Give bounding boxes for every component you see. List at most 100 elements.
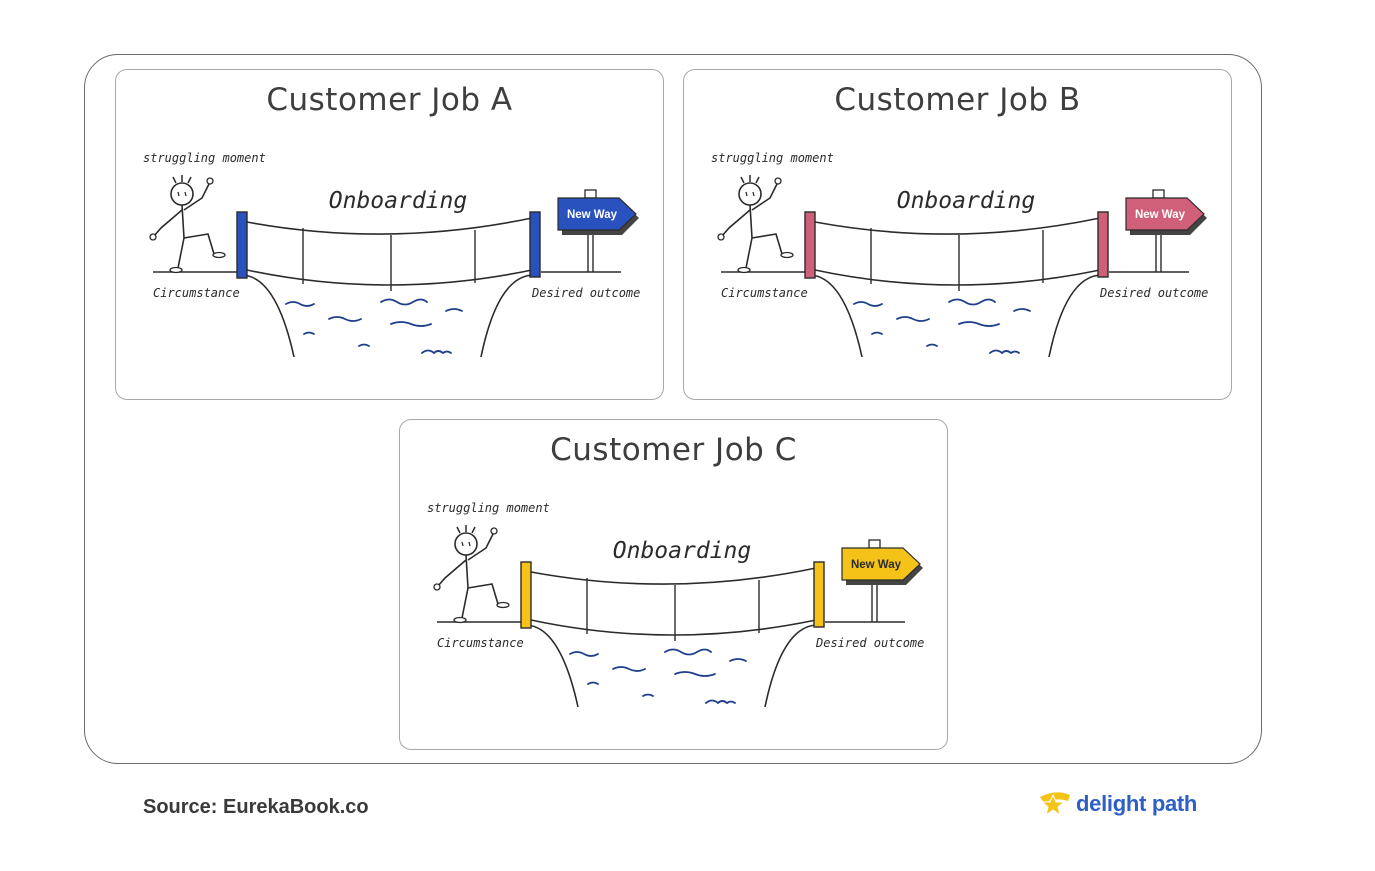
- figure-right-foot: [780, 251, 794, 259]
- figure-hair: [740, 175, 760, 184]
- figure-right-foot: [212, 251, 226, 259]
- figure-right-hand: [774, 177, 782, 185]
- onboarding-label: Onboarding: [329, 188, 467, 214]
- figure-body: [465, 554, 469, 589]
- water-wave: [642, 693, 654, 697]
- signpost-cap: [584, 189, 597, 199]
- bridge-post-left: [236, 211, 248, 279]
- figure-right-arm: [183, 183, 210, 211]
- water-wave: [421, 349, 452, 355]
- new-way-sign: [1125, 197, 1205, 231]
- figure-left-hand: [717, 233, 725, 241]
- struggling-moment-label: struggling moment: [143, 151, 266, 165]
- star-path-icon: [1040, 792, 1070, 817]
- water-wave: [303, 331, 315, 335]
- left-cliff: [808, 274, 863, 358]
- water-wave: [948, 298, 996, 306]
- source-citation: Source: EurekaBook.co: [143, 796, 369, 818]
- signpost-cap: [868, 539, 881, 549]
- struggling-moment-label: struggling moment: [427, 501, 550, 515]
- figure-right-arm: [467, 533, 494, 561]
- water-wave: [958, 321, 1000, 327]
- water-wave: [1013, 308, 1031, 312]
- figure-left-leg: [745, 237, 753, 269]
- figure-left-foot: [453, 616, 467, 624]
- onboarding-label: Onboarding: [613, 538, 751, 564]
- bridge-post-left: [804, 211, 816, 279]
- water-wave: [587, 681, 599, 685]
- left-cliff: [240, 274, 295, 358]
- figure-left-arm: [437, 559, 467, 587]
- figure-right-hand: [206, 177, 214, 185]
- water-wave: [285, 301, 315, 307]
- figure-left-leg: [461, 587, 469, 619]
- brand-logo: delight path: [1038, 786, 1197, 822]
- figure-head: [170, 182, 194, 206]
- bridge-post-right: [529, 211, 541, 278]
- figure-left-arm: [721, 209, 751, 237]
- figure-head: [738, 182, 762, 206]
- figure-right-foot: [496, 601, 510, 609]
- water-wave: [674, 671, 716, 677]
- water-wave: [445, 308, 463, 312]
- right-cliff: [480, 274, 535, 358]
- water-wave: [853, 301, 883, 307]
- new-way-sign: [841, 547, 921, 581]
- water-wave: [390, 321, 432, 327]
- water-wave: [569, 651, 599, 657]
- diagram-frame: [84, 54, 1262, 764]
- figure-right-leg: [751, 233, 783, 255]
- water-wave: [989, 349, 1020, 355]
- figure-left-foot: [169, 266, 183, 274]
- card-title: Customer Job B: [834, 82, 1081, 118]
- water-wave: [358, 343, 370, 347]
- stick-figure-icon: [433, 525, 510, 624]
- onboarding-label: Onboarding: [897, 188, 1035, 214]
- figure-left-arm: [153, 209, 183, 237]
- water-wave: [328, 316, 362, 322]
- water-wave: [871, 331, 883, 335]
- water-wave: [729, 658, 747, 662]
- figure-body: [749, 204, 753, 239]
- figure-eyes: [461, 541, 471, 547]
- water-wave: [705, 699, 736, 705]
- bridge-post-left: [520, 561, 532, 629]
- card-title: Customer Job A: [266, 82, 513, 118]
- card-title: Customer Job C: [550, 432, 797, 468]
- figure-eyes: [177, 191, 187, 197]
- water-wave: [380, 298, 428, 306]
- figure-left-hand: [433, 583, 441, 591]
- bridge-bottom-rope: [530, 619, 817, 636]
- bridge-bottom-rope: [814, 269, 1101, 286]
- new-way-sign-label: New Way: [1135, 209, 1186, 221]
- figure-right-leg: [183, 233, 215, 255]
- bridge-top-rope: [814, 217, 1101, 235]
- new-way-sign-label: New Way: [567, 209, 618, 221]
- figure-right-hand: [490, 527, 498, 535]
- figure-eyes: [745, 191, 755, 197]
- desired-outcome-label: Desired outcome: [815, 636, 924, 650]
- brand-name: delight path: [1076, 791, 1198, 816]
- stick-figure-icon: [149, 175, 226, 274]
- new-way-sign-label: New Way: [851, 559, 902, 571]
- desired-outcome-label: Desired outcome: [1099, 286, 1208, 300]
- right-cliff: [1048, 274, 1103, 358]
- signpost-cap: [1152, 189, 1165, 199]
- figure-left-leg: [177, 237, 185, 269]
- new-way-sign: [557, 197, 637, 231]
- figure-right-arm: [751, 183, 778, 211]
- left-cliff: [524, 624, 579, 708]
- water-wave: [612, 666, 646, 672]
- bridge-bottom-rope: [246, 269, 533, 286]
- figure-hair: [172, 175, 192, 184]
- desired-outcome-label: Desired outcome: [531, 286, 640, 300]
- bridge-post-right: [1097, 211, 1109, 278]
- figure-left-foot: [737, 266, 751, 274]
- figure-body: [181, 204, 185, 239]
